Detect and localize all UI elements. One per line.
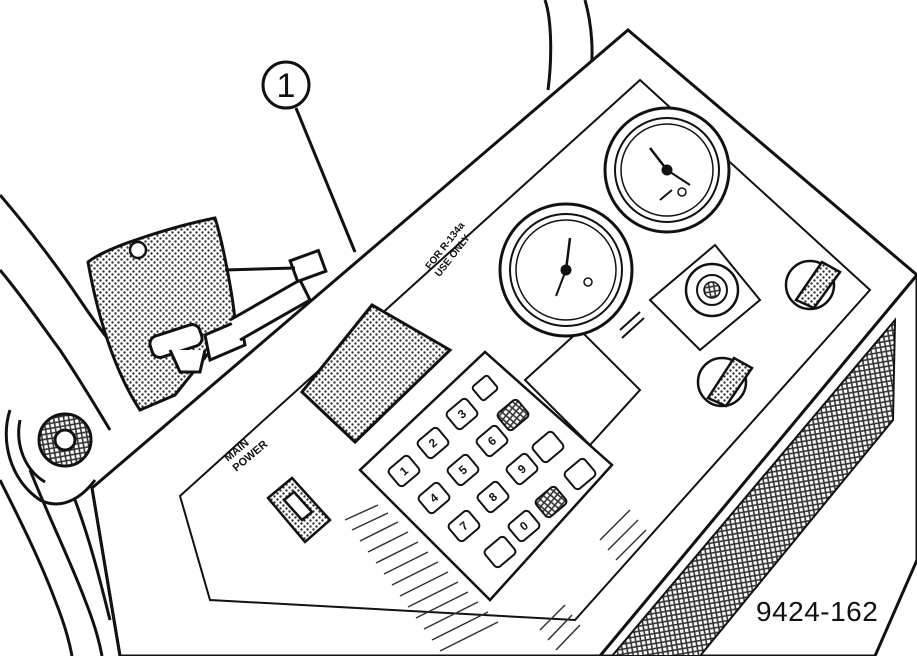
valve-knob [148,248,328,374]
keypad: 1 2 3 4 5 6 7 8 [387,374,597,569]
callout-leader [261,60,357,253]
keypad-key-6[interactable]: 6 [475,424,509,458]
keypad-function-key[interactable] [471,374,499,402]
hose-reel-assembly [0,409,112,656]
keypad-key-4[interactable]: 4 [417,481,451,515]
label-hatching [344,504,647,652]
high-side-valve-knob[interactable] [784,259,842,311]
figure-id: 9424-162 [756,596,879,627]
display-window [299,303,453,445]
gauge-label-plates [523,243,762,447]
keypad-key-1[interactable]: 1 [387,454,421,488]
keypad-key-2[interactable]: 2 [416,426,450,460]
main-power-switch[interactable] [266,476,332,544]
high-side-gauge [603,106,731,234]
keypad-key-8[interactable]: 8 [476,480,510,514]
keypad-key-9[interactable]: 9 [505,452,539,486]
keypad-function-key[interactable] [483,535,517,569]
low-side-gauge [498,202,634,338]
fill-port-lid [86,216,237,412]
keypad-function-key[interactable] [531,430,565,464]
panel-markings [619,189,673,339]
keypad-key-0[interactable]: 0 [507,509,541,543]
keypad-function-key[interactable] [496,398,530,432]
keypad-key-3[interactable]: 3 [445,397,479,431]
keypad-key-7[interactable]: 7 [447,509,481,543]
moisture-indicator [684,262,740,318]
keypad-function-key[interactable] [534,485,568,519]
keypad-frame [358,350,614,602]
callout-number: 1 [277,67,296,105]
keypad-key-5[interactable]: 5 [446,453,480,487]
low-side-valve-knob[interactable] [696,356,754,408]
keypad-function-key[interactable] [563,457,597,491]
